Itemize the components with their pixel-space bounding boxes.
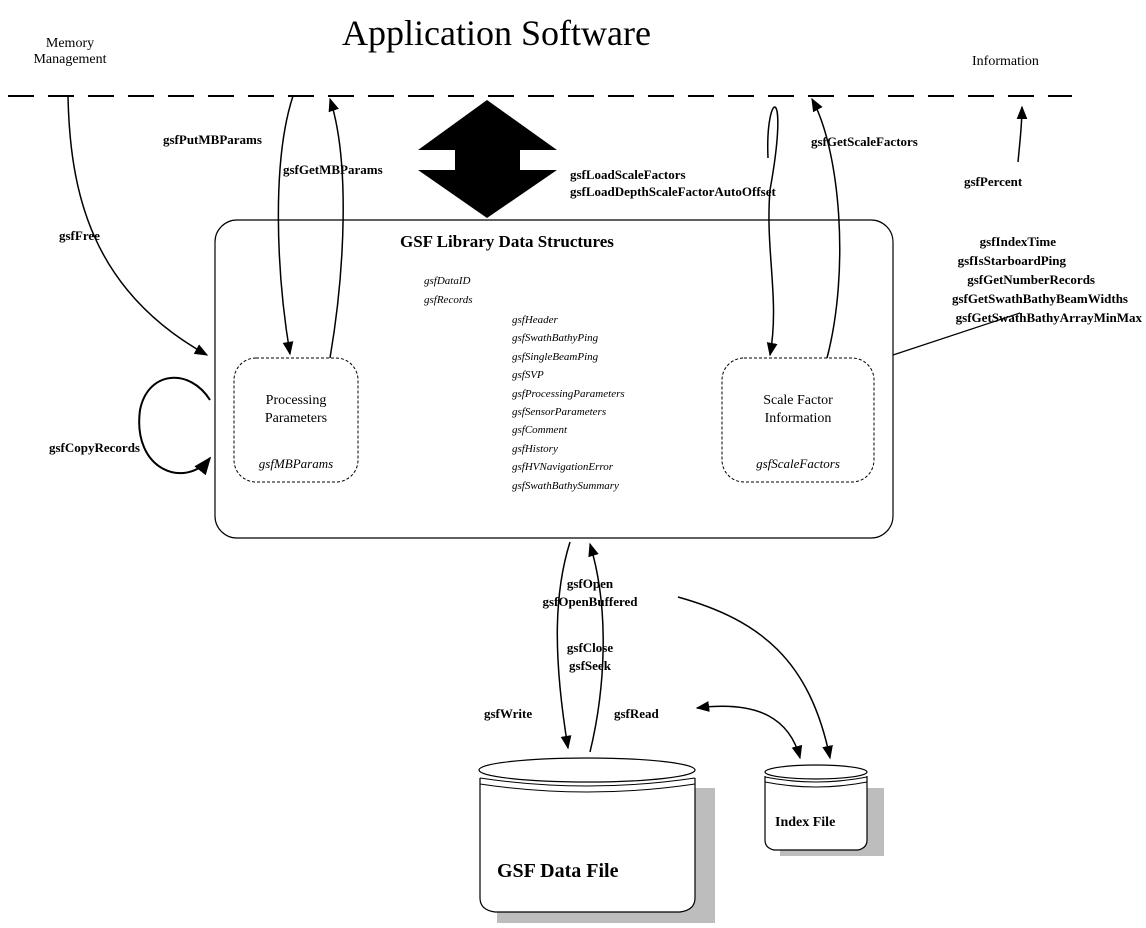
index-file-cylinder bbox=[764, 764, 884, 856]
record-structures-list: gsfHeader gsfSwathBathyPing gsfSingleBea… bbox=[512, 311, 625, 495]
free-arrow bbox=[67, 95, 209, 356]
info-functions-list: gsfIndexTime gsfIsStarboardPing gsfGetNu… bbox=[906, 232, 1142, 327]
structure-item: gsfHistory bbox=[512, 442, 558, 455]
put-mbparams-arrow bbox=[277, 95, 294, 356]
is-starboard-ping-label: gsfIsStarboardPing bbox=[957, 253, 1066, 268]
structure-item: gsfSwathBathySummary bbox=[512, 479, 619, 492]
scale-label-line-2: Information bbox=[764, 411, 832, 426]
read-index-arrow bbox=[695, 701, 803, 760]
structure-item: gsfHVNavigationError bbox=[512, 461, 614, 474]
structure-item: gsfSVP bbox=[512, 369, 544, 382]
copy-records-loop bbox=[138, 376, 212, 476]
percent-arrow bbox=[1016, 105, 1028, 163]
open-buffered-label: gsfOpenBuffered bbox=[542, 594, 638, 609]
read-label: gsfRead bbox=[614, 706, 659, 721]
scale-factors-struct-label: gsfScaleFactors bbox=[756, 456, 840, 471]
get-scale-factors-label: gsfGetScaleFactors bbox=[811, 134, 918, 149]
percent-label: gsfPercent bbox=[964, 174, 1023, 189]
information-label: Information bbox=[972, 54, 1039, 69]
write-label: gsfWrite bbox=[484, 706, 533, 721]
get-array-minmax-label: gsfGetSwathBathyArrayMinMax bbox=[955, 310, 1142, 325]
get-mbparams-label: gsfGetMBParams bbox=[283, 162, 383, 177]
seek-label: gsfSeek bbox=[569, 658, 611, 673]
structure-item: gsfSensorParameters bbox=[512, 406, 607, 419]
processing-parameters-label: Processing Parameters bbox=[234, 392, 358, 428]
mbparams-struct-label: gsfMBParams bbox=[258, 456, 334, 471]
put-mbparams-label: gsfPutMBParams bbox=[163, 132, 262, 147]
open-close-down-arrow bbox=[556, 541, 572, 750]
structure-item: gsfSingleBeamPing bbox=[512, 350, 599, 363]
index-time-label: gsfIndexTime bbox=[979, 234, 1056, 249]
get-mbparams-arrow bbox=[328, 97, 344, 359]
get-number-records-label: gsfGetNumberRecords bbox=[967, 272, 1095, 287]
processing-label-line-1: Processing bbox=[265, 393, 327, 408]
structure-item: gsfDataID bbox=[424, 275, 471, 287]
load-depth-scale-label: gsfLoadDepthScaleFactorAutoOffset bbox=[570, 184, 776, 199]
scale-factor-label: Scale Factor Information bbox=[722, 392, 874, 428]
open-label: gsfOpen bbox=[566, 576, 614, 591]
memory-management-line-2: Management bbox=[33, 52, 107, 67]
structure-item: gsfComment bbox=[512, 424, 567, 437]
get-beam-widths-label: gsfGetSwathBathyBeamWidths bbox=[951, 291, 1128, 306]
memory-management-label: Memory Management bbox=[30, 36, 110, 68]
structure-item: gsfSwathBathyPing bbox=[512, 332, 599, 345]
info-functions-line bbox=[892, 312, 1021, 356]
gsf-data-file-cylinder bbox=[478, 757, 715, 923]
structure-item: gsfProcessingParameters bbox=[512, 387, 625, 400]
structure-item: gsfRecords bbox=[424, 294, 473, 306]
structure-item: gsfHeader bbox=[512, 314, 558, 326]
index-file-label: Index File bbox=[775, 815, 836, 830]
open-close-up-arrow bbox=[588, 542, 604, 753]
scale-factor-box bbox=[721, 357, 875, 483]
gsf-data-file-label: GSF Data File bbox=[497, 860, 619, 882]
close-label: gsfClose bbox=[566, 640, 614, 655]
bidirectional-big-arrow bbox=[418, 100, 557, 218]
library-title: GSF Library Data Structures bbox=[400, 232, 614, 251]
processing-parameters-box bbox=[233, 357, 359, 483]
processing-label-line-2: Parameters bbox=[264, 411, 328, 426]
load-scale-factors-label: gsfLoadScaleFactors bbox=[570, 167, 686, 182]
load-scale-factors-arrow bbox=[766, 106, 779, 357]
open-to-index-arrow bbox=[677, 596, 833, 760]
scale-label-line-1: Scale Factor bbox=[763, 393, 833, 408]
top-structures-list: gsfDataID gsfRecords bbox=[424, 272, 472, 310]
memory-management-line-1: Memory bbox=[45, 36, 95, 51]
copy-records-label: gsfCopyRecords bbox=[49, 440, 140, 455]
get-scale-factors-arrow bbox=[811, 97, 841, 359]
application-software-title: Application Software bbox=[342, 13, 651, 53]
free-label: gsfFree bbox=[59, 228, 100, 243]
